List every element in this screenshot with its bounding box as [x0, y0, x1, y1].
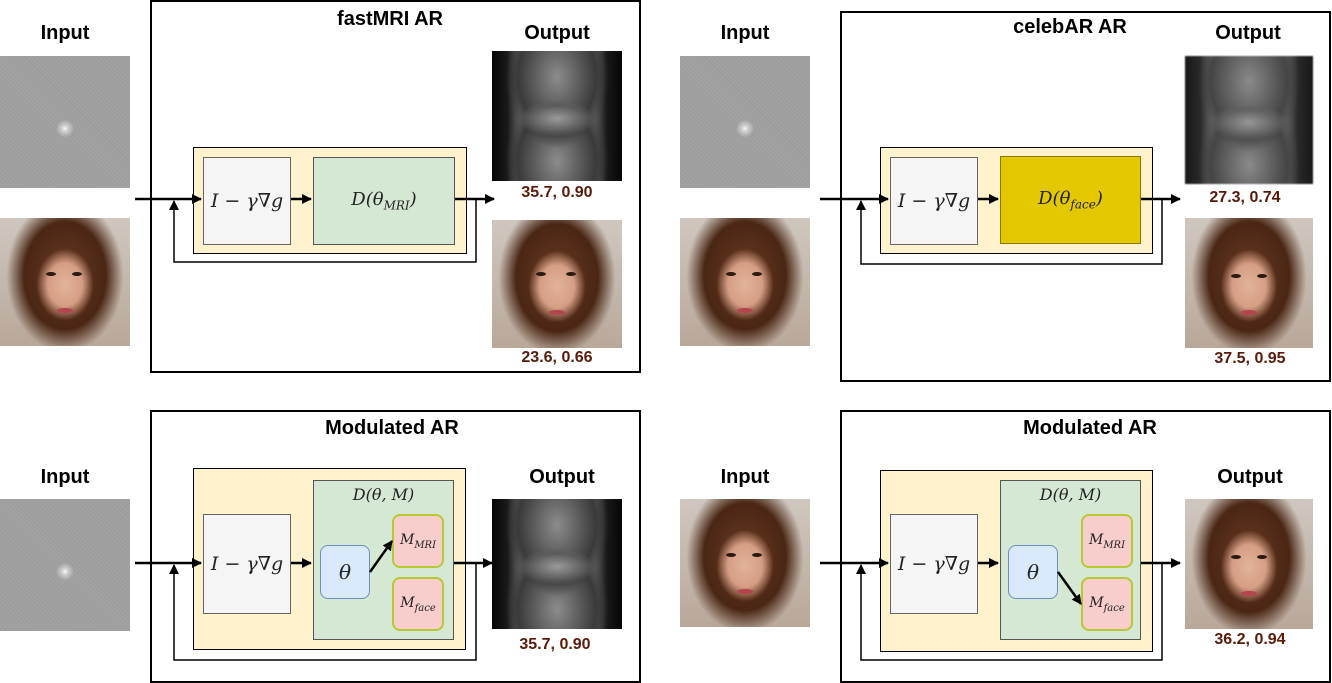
metric-face: 37.5, 0.95	[1214, 350, 1286, 367]
output-label-celebar: Output	[1215, 22, 1281, 44]
panel-title: fastMRI AR	[337, 8, 443, 30]
output-image-mri	[492, 499, 622, 629]
theta-box: θ	[320, 545, 370, 599]
gradient-step-label: I − γ∇g	[210, 553, 284, 575]
modulation-mri-box: MMRI	[1081, 514, 1133, 568]
gradient-step-box: I − γ∇g	[890, 514, 978, 614]
modulation-face-box: Mface	[1081, 577, 1133, 631]
input-image-mri-noise	[0, 56, 130, 188]
gradient-step-box: I − γ∇g	[890, 157, 978, 245]
input-label-modulated-mri: Input	[40, 466, 90, 488]
denoiser-label: D(θ, M)	[352, 485, 415, 504]
output-image-mri	[492, 51, 622, 181]
theta-box: θ	[1008, 545, 1058, 599]
output-label-modulated-face: Output	[1217, 466, 1283, 488]
gradient-step-box: I − γ∇g	[203, 157, 291, 245]
output-image-face	[1185, 499, 1313, 629]
output-image-face	[1185, 218, 1313, 348]
panel-title: Modulated AR	[325, 417, 459, 439]
gradient-step-label: I − γ∇g	[897, 553, 971, 575]
metric-mri: 35.7, 0.90	[521, 184, 593, 201]
output-image-face	[492, 220, 622, 348]
input-label-fastmri: Input	[40, 22, 90, 44]
gradient-step-label: I − γ∇g	[897, 190, 971, 212]
modulation-mri-box: MMRI	[392, 514, 444, 568]
metric-face: 23.6, 0.66	[521, 349, 593, 366]
input-image-face-degraded	[0, 218, 130, 346]
metric-face: 36.2, 0.94	[1214, 631, 1286, 648]
input-label-celebar: Input	[720, 22, 770, 44]
modulation-mri-label: MMRI	[1088, 531, 1126, 551]
panel-title: celebAR AR	[1013, 16, 1127, 38]
panel-title: Modulated AR	[1023, 417, 1157, 439]
theta-label: θ	[1026, 560, 1040, 584]
output-image-mri	[1185, 56, 1313, 184]
input-image-face-degraded	[680, 218, 810, 346]
denoiser-face-box: D(θface)	[1000, 156, 1141, 244]
metric-mri: 27.3, 0.74	[1209, 189, 1281, 206]
input-image-face-degraded	[680, 499, 810, 627]
modulation-face-label: Mface	[1089, 594, 1125, 614]
denoiser-mri-box: D(θMRI)	[313, 157, 455, 245]
input-image-mri-noise	[0, 499, 130, 631]
gradient-step-box: I − γ∇g	[203, 514, 291, 614]
theta-label: θ	[338, 560, 352, 584]
denoiser-label: D(θface)	[1038, 188, 1103, 212]
output-label-fastmri: Output	[524, 22, 590, 44]
output-label-modulated-mri: Output	[529, 466, 595, 488]
metric-mri: 35.7, 0.90	[519, 636, 591, 653]
gradient-step-label: I − γ∇g	[210, 190, 284, 212]
denoiser-label: D(θ, M)	[1039, 485, 1102, 504]
input-image-mri-noise	[680, 56, 810, 188]
modulation-face-label: Mface	[400, 594, 436, 614]
modulation-face-box: Mface	[392, 577, 444, 631]
denoiser-label: D(θMRI)	[351, 189, 417, 213]
modulation-mri-label: MMRI	[399, 531, 437, 551]
input-label-modulated-face: Input	[720, 466, 770, 488]
